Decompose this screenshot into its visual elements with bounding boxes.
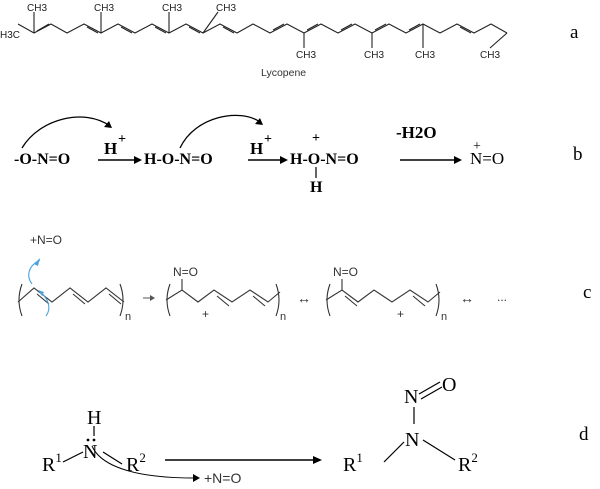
nitrosonium: N=O: [470, 149, 504, 168]
methyl-6: CH3: [364, 50, 384, 61]
protonated-nitrous-acid: H-O-N=O: [290, 151, 359, 168]
methyl-3: CH3: [162, 3, 182, 14]
polyene-1: [17, 287, 125, 303]
panel-label-b: b: [573, 144, 583, 165]
polyene-2: [165, 289, 281, 303]
polyene-3-double-bonds: [344, 295, 426, 307]
lycopene-skeleton: [17, 23, 508, 34]
oxonium-h: H: [310, 179, 323, 196]
r2-group: R2: [126, 450, 146, 476]
bracket-right-3: [435, 283, 440, 317]
reagent-no: +N=O: [30, 233, 62, 247]
no-group-2: N=O: [333, 265, 358, 279]
lone-pair-dot-1: [86, 438, 90, 442]
panel-label-d: d: [579, 424, 589, 445]
ellipsis: ...: [497, 290, 507, 304]
n-o-double-1: [418, 381, 441, 395]
subscript-n-3: n: [441, 311, 447, 323]
lycopene-methyl-bonds: [33, 11, 508, 49]
methyl-4: CH3: [216, 3, 236, 14]
proton-2-charge: +: [264, 132, 272, 147]
n-o-double-2: [420, 386, 443, 400]
panel-label-a: a: [570, 22, 579, 43]
r1-group: R1: [42, 450, 62, 476]
lycopene-double-bonds: [36, 23, 472, 34]
panel-b: -O-N=O H + H-O-N=O H + + H-O-N=O H -H2O …: [14, 114, 583, 196]
curved-arrow-1: [21, 116, 111, 149]
oxonium-charge: +: [312, 131, 320, 146]
water-loss: -H2O: [396, 123, 437, 142]
charge-c2: +: [397, 307, 404, 321]
lone-pair-dot-2: [92, 438, 96, 442]
methyl-7: CH3: [415, 50, 435, 61]
end-methyl-right: CH3: [480, 50, 500, 61]
resonance-2: ↔: [460, 290, 474, 306]
lycopene-caption: Lycopene: [261, 67, 306, 79]
reagent-no-d: +N=O: [204, 470, 241, 486]
nitrous-acid: H-O-N=O: [144, 151, 213, 168]
proton-1-charge: +: [118, 132, 126, 147]
amine-h: H: [87, 407, 101, 429]
methyl-1: CH3: [27, 3, 47, 14]
curved-arrow-d: [91, 445, 196, 479]
panel-a: H3C CH3 CH3 CH3 CH3 CH3 CH3 CH3 CH3 Lyco…: [0, 3, 579, 79]
proton-2: H: [250, 139, 263, 158]
no-group-1: N=O: [173, 265, 198, 279]
bracket-left-1: [18, 283, 23, 317]
amine-n: N: [83, 441, 97, 463]
bracket-right-1: [119, 283, 124, 317]
panel-label-c: c: [583, 282, 591, 303]
polyene-3: [325, 289, 441, 303]
product-o: O: [442, 374, 456, 396]
panel-c: +N=O n N=O + n ↔ N=O: [17, 233, 591, 323]
bracket-right-2: [275, 283, 280, 317]
panel-d: H N R1 R2 +N=O N O N R1 R2 d: [42, 374, 589, 486]
bracket-left-2: [166, 283, 171, 317]
subscript-n-1: n: [125, 311, 131, 323]
curved-arrow-2: [179, 114, 261, 149]
resonance-1: ↔: [297, 290, 311, 306]
subscript-n-2: n: [280, 311, 286, 323]
blue-arrow-2: [39, 291, 50, 317]
methyl-2: CH3: [94, 3, 114, 14]
nitrite-ion: -O-N=O: [14, 151, 70, 168]
product-n-top: N: [404, 386, 418, 408]
bracket-left-3: [326, 283, 331, 317]
product-r2: R2: [458, 450, 478, 476]
proton-1: H: [104, 139, 117, 158]
methyl-5: CH3: [296, 50, 316, 61]
polyene-2-double-bonds: [216, 295, 266, 307]
polyene-1-double-bonds: [36, 293, 122, 305]
end-methyl-left: H3C: [0, 30, 20, 41]
product-r1: R1: [343, 450, 363, 476]
nitrosonium-charge: +: [473, 139, 481, 154]
charge-c1: +: [202, 307, 209, 321]
product-n: N: [405, 429, 419, 451]
